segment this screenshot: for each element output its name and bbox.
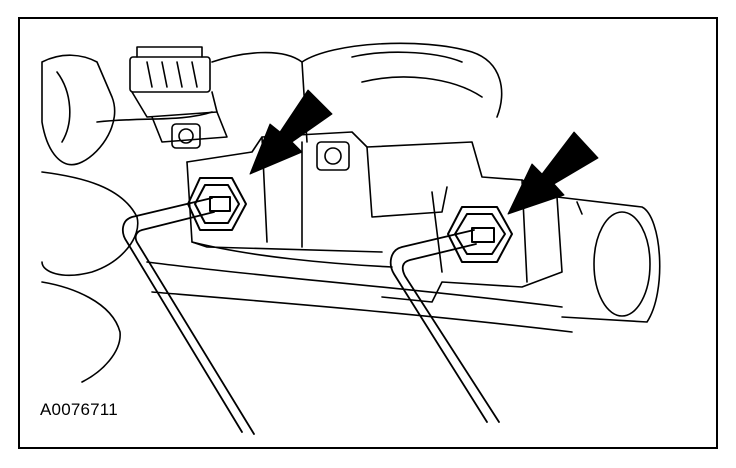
background-housing [41,42,503,383]
figure-frame: A0076711 [18,17,718,449]
callout-arrow-right [507,131,599,215]
callout-arrow-left [249,89,333,175]
mounting-bolt [171,123,350,171]
brake-line-fitting-left [187,177,247,231]
brake-line-right [389,229,500,423]
reservoir-cylinder [556,196,661,323]
master-cylinder-body [186,131,563,303]
figure-id-label: A0076711 [40,400,118,419]
brake-line-left [121,197,255,435]
electrical-connector [129,46,228,143]
lower-rail [146,261,573,333]
brake-line-illustration [41,42,661,435]
